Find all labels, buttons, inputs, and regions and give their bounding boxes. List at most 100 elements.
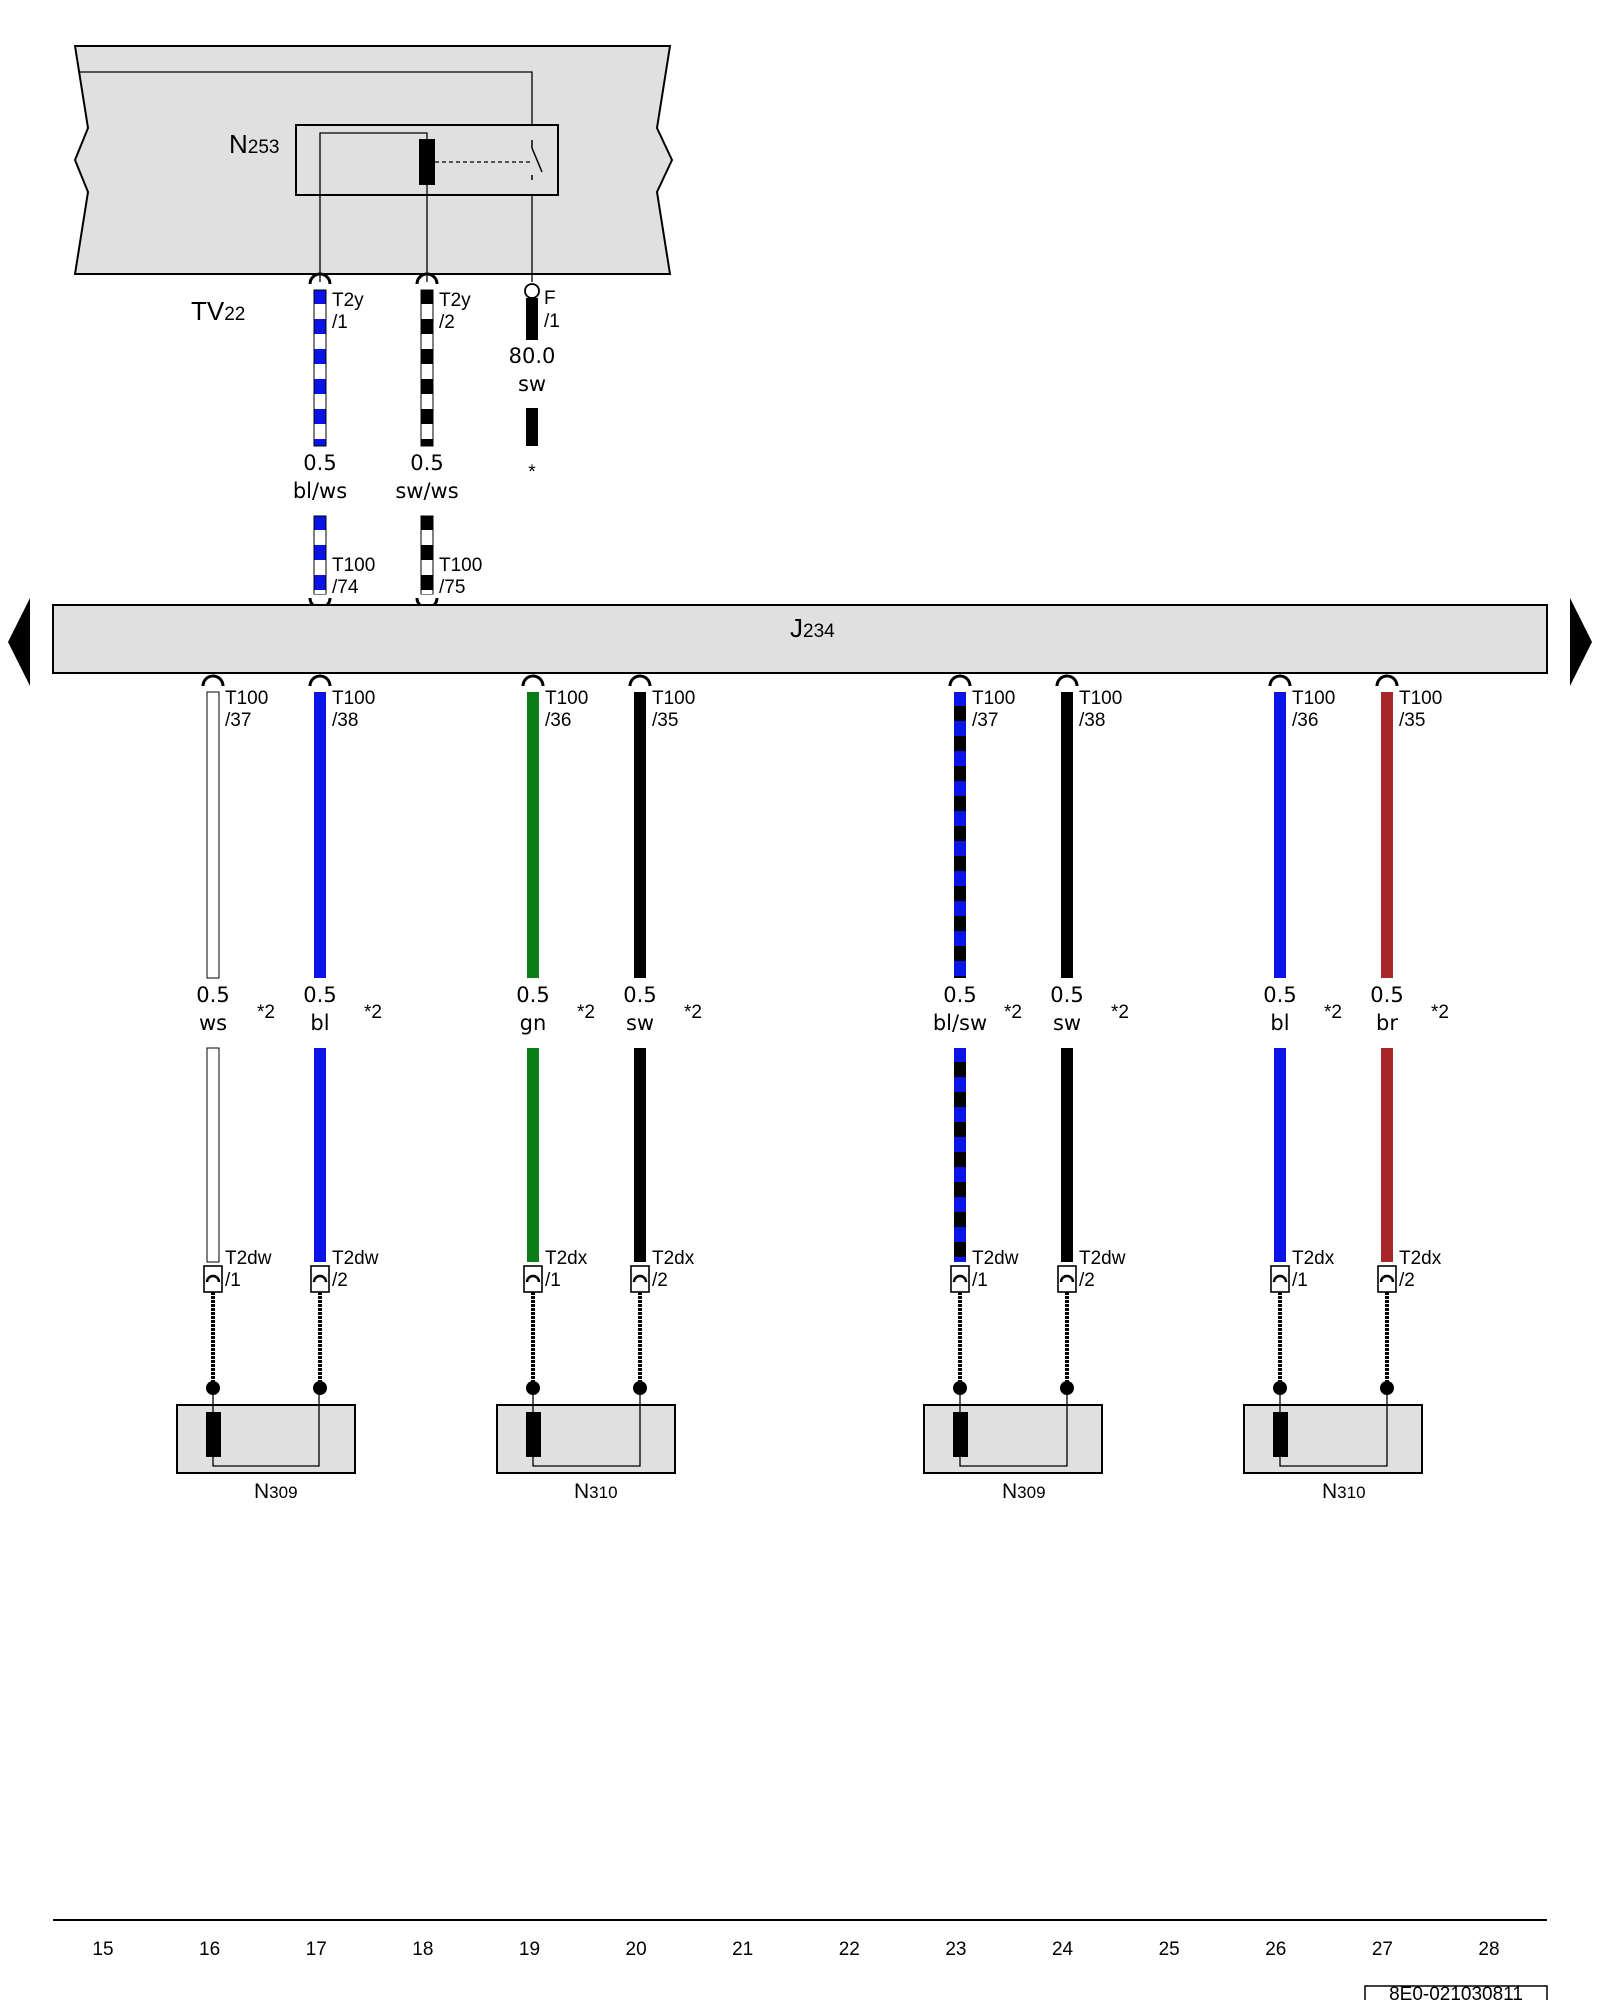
wire-top-segment-stripe xyxy=(421,304,433,319)
column-number: 26 xyxy=(1265,1939,1286,1960)
wire-upper-segment-stripe xyxy=(954,976,966,978)
t-pin-label: /2 xyxy=(1399,1270,1415,1291)
t-conn-label: T2dw xyxy=(972,1248,1019,1269)
column-number: 28 xyxy=(1478,1939,1499,1960)
j-pin-label: /38 xyxy=(332,710,358,731)
j-connector xyxy=(628,674,652,687)
pin-conn-label: F xyxy=(544,288,556,309)
t-conn-label: T2dw xyxy=(332,1248,379,1269)
t-pin-label: /2 xyxy=(1079,1270,1095,1291)
j-connector xyxy=(1268,674,1292,687)
terminal-cup xyxy=(312,1274,328,1283)
wire-gauge: 0.5 xyxy=(303,983,336,1007)
n310-right-box: N310 xyxy=(1243,1388,1423,1503)
wire-top-segment-stripe xyxy=(421,394,433,409)
wire-note: * xyxy=(528,462,536,483)
n309-left-box: N309 xyxy=(176,1388,356,1503)
column-number: 16 xyxy=(199,1939,220,1960)
wire-upper-segment-stripe xyxy=(954,946,966,961)
wire-lower-segment-stripe xyxy=(421,560,433,575)
pin-num-label: /1 xyxy=(332,312,348,333)
wire-color: ws xyxy=(199,1011,227,1035)
j-conn-label: T100 xyxy=(332,555,375,576)
wire-lower-segment xyxy=(206,1047,220,1263)
wire-upper-segment-stripe xyxy=(954,706,966,721)
wire-upper-segment-stripe xyxy=(954,886,966,901)
wire-top-segment-stripe xyxy=(314,364,326,379)
t-pin-label: /2 xyxy=(652,1270,668,1291)
pin-connector xyxy=(415,272,439,285)
top-wires: T2y/10.5bl/wsT100/74T2y/20.5sw/wsT100/75… xyxy=(293,272,560,610)
wire-gauge: 0.5 xyxy=(623,983,656,1007)
wire-upper-segment xyxy=(206,691,220,979)
column-number: 19 xyxy=(519,1939,540,1960)
wire-upper-segment xyxy=(1274,692,1286,978)
t-pin-label: /1 xyxy=(545,1270,561,1291)
wire-upper-segment-stripe xyxy=(954,736,966,751)
j-conn-label: T100 xyxy=(332,688,375,709)
j-connector xyxy=(201,674,225,687)
j-conn-label: T100 xyxy=(1292,688,1335,709)
svg-text:N309: N309 xyxy=(1002,1480,1046,1503)
wire-top-segment-stripe xyxy=(314,334,326,349)
j-pin-label: /36 xyxy=(1292,710,1318,731)
f-wire xyxy=(526,298,538,340)
wire-note: *2 xyxy=(577,1002,595,1023)
wire-note: *2 xyxy=(257,1002,275,1023)
pin-connector xyxy=(308,272,332,285)
j-conn-label: T100 xyxy=(225,688,268,709)
wire-upper-segment-stripe xyxy=(954,916,966,931)
j-pin-label: /74 xyxy=(332,577,359,598)
doc-id-box xyxy=(1364,1985,1548,2000)
j-pin-label: /75 xyxy=(439,577,465,598)
pin-num-label: /2 xyxy=(439,312,455,333)
wire-upper-segment xyxy=(314,692,326,978)
wire-gauge: 0.5 xyxy=(1370,983,1403,1007)
wire-gauge: 0.5 xyxy=(196,983,229,1007)
j-connector xyxy=(948,674,972,687)
wire-color: sw/ws xyxy=(395,479,458,503)
wire-note: *2 xyxy=(1324,1002,1342,1023)
pin-num-label: /1 xyxy=(544,311,560,332)
wire-gauge: 0.5 xyxy=(516,983,549,1007)
wire-lower-segment-stripe xyxy=(954,1242,966,1257)
j-conn-label: T100 xyxy=(652,688,695,709)
n310-left-box: N310 xyxy=(496,1388,676,1503)
wire-top-segment-stripe xyxy=(314,424,326,439)
doc-id: 8E0-021030811 xyxy=(1389,1984,1523,2000)
wire-lower-segment-stripe xyxy=(954,1212,966,1227)
terminal-cup xyxy=(952,1274,968,1283)
j-connector xyxy=(1375,674,1399,687)
wire-lower-segment-stripe xyxy=(954,1182,966,1197)
t-conn-label: T2dx xyxy=(1399,1248,1442,1269)
terminal-cup xyxy=(632,1274,648,1283)
terminal-cup xyxy=(205,1274,221,1283)
wire-lower-segment-stripe xyxy=(314,560,326,575)
wire-lower-segment-stripe xyxy=(954,1062,966,1077)
wire-upper-segment-stripe xyxy=(954,856,966,871)
wire-upper-segment-stripe xyxy=(954,766,966,781)
wire-upper-segment xyxy=(1381,692,1393,978)
wire-top-segment-stripe xyxy=(421,334,433,349)
wire-color: sw xyxy=(518,372,546,396)
wire-upper-segment-stripe xyxy=(954,826,966,841)
svg-text:N310: N310 xyxy=(1322,1480,1366,1503)
wire-note: *2 xyxy=(364,1002,382,1023)
column-number: 17 xyxy=(306,1939,327,1960)
wire-lower-segment xyxy=(313,515,327,595)
j234-bar xyxy=(52,604,1548,674)
left-arrow-icon xyxy=(8,598,30,686)
wire-upper-segment-stripe xyxy=(954,796,966,811)
j-conn-label: T100 xyxy=(1079,688,1122,709)
wire-gauge: 0.5 xyxy=(943,983,976,1007)
terminal-cup xyxy=(1379,1274,1395,1283)
j-conn-label: T100 xyxy=(439,555,482,576)
wire-note: *2 xyxy=(1111,1002,1129,1023)
wire-color: bl/sw xyxy=(933,1011,987,1035)
terminal-cup xyxy=(525,1274,541,1283)
svg-text:N310: N310 xyxy=(574,1480,618,1503)
wire-top-segment-stripe xyxy=(314,304,326,319)
j-conn-label: T100 xyxy=(1399,688,1442,709)
wire-lower-segment-stripe xyxy=(421,530,433,545)
